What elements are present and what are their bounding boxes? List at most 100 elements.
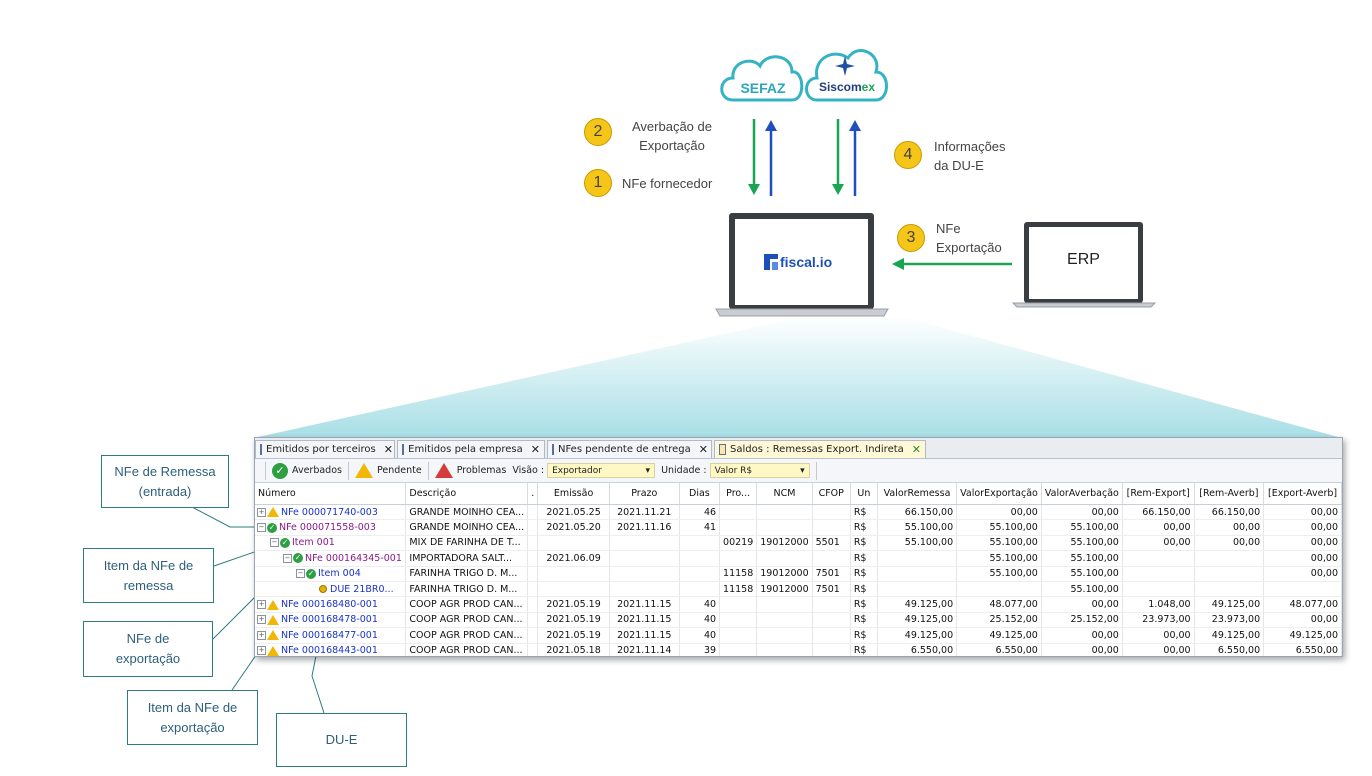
cell-numero[interactable]: −✓Item 004 xyxy=(255,566,407,582)
warning-icon xyxy=(354,463,373,478)
cell-un: R$ xyxy=(850,627,878,644)
cell-dot xyxy=(527,596,539,613)
cell-numero[interactable]: +NFe 000168477-001 xyxy=(255,627,407,644)
collapse-icon[interactable]: − xyxy=(270,538,279,548)
cell-ncm xyxy=(756,627,813,644)
toolbar-separator xyxy=(815,461,817,480)
cell-export-averb: 00,00 xyxy=(1263,566,1342,582)
cell-prazo xyxy=(609,581,680,598)
cell-rem-export: 00,00 xyxy=(1122,535,1195,552)
close-icon[interactable]: ✕ xyxy=(698,443,708,456)
cell-numero[interactable]: +NFe 000168480-001 xyxy=(255,596,407,613)
cell-numero[interactable]: + NFe 000168478-001 xyxy=(255,612,407,629)
close-icon[interactable]: ✕ xyxy=(911,443,921,456)
cell-numero[interactable]: DUE 21BR0... xyxy=(255,581,407,598)
cell-valor-remessa xyxy=(877,550,958,567)
siscomex-label: Siscomex xyxy=(815,80,879,94)
col-valor-exportacao[interactable]: ValorExportação xyxy=(956,483,1042,505)
cell-rem-export xyxy=(1122,550,1195,567)
tab-nfes-pendente[interactable]: NFes pendente de entrega✕ xyxy=(547,440,712,458)
col-cfop[interactable]: CFOP xyxy=(812,483,851,505)
col-rem-export[interactable]: [Rem-Export] xyxy=(1122,483,1195,505)
document-icon xyxy=(719,444,727,455)
app-window: Emitidos por terceiros✕ Emitidos pela em… xyxy=(254,437,1343,657)
averbados-button[interactable]: ✓Averbados xyxy=(272,462,342,479)
cell-dot xyxy=(527,519,539,536)
cell-valor-averbacao: 00,00 xyxy=(1041,627,1123,644)
expand-icon[interactable]: + xyxy=(257,646,266,656)
pendente-button[interactable]: Pendente xyxy=(354,463,422,478)
cell-prazo: 2021.11.15 xyxy=(609,596,680,613)
arrow-to-sefaz-green xyxy=(748,119,760,195)
col-descricao[interactable]: Descrição xyxy=(405,483,529,505)
expand-icon[interactable]: + xyxy=(257,615,266,625)
cell-numero[interactable]: +NFe 000071740-003 xyxy=(255,504,407,521)
tab-bar: Emitidos por terceiros✕ Emitidos pela em… xyxy=(255,438,1342,459)
tab-saldos-remessas[interactable]: Saldos : Remessas Export. Indireta✕ xyxy=(714,440,926,458)
col-dias[interactable]: Dias xyxy=(679,483,721,505)
cell-rem-averb: 6.550,00 xyxy=(1194,643,1265,656)
collapse-icon[interactable]: − xyxy=(257,523,266,533)
row-numero-label: NFe 000164345-001 xyxy=(305,552,402,564)
cell-numero[interactable]: +NFe 000168443-001 xyxy=(255,643,407,656)
col-valor-averbacao[interactable]: ValorAverbação xyxy=(1041,483,1123,505)
cell-un: R$ xyxy=(850,596,878,613)
unidade-select[interactable]: Valor R$▾ xyxy=(709,463,810,478)
col-rem-averb[interactable]: [Rem-Averb] xyxy=(1194,483,1265,505)
col-prazo[interactable]: Prazo xyxy=(609,483,680,505)
step-4-line1: Informações xyxy=(934,139,1006,154)
cell-rem-export xyxy=(1122,566,1195,582)
cell-valor-averbacao: 00,00 xyxy=(1041,596,1123,613)
tab-emitidos-terceiros[interactable]: Emitidos por terceiros✕ xyxy=(255,440,395,458)
close-icon[interactable]: ✕ xyxy=(383,443,393,456)
cell-cfop xyxy=(812,519,851,536)
callout-item-exportacao-line1: Item da NFe de xyxy=(147,699,238,715)
col-emissao[interactable]: Emissão xyxy=(537,483,610,505)
cell-numero[interactable]: −✓NFe 000071558-003 xyxy=(255,519,407,536)
col-ncm[interactable]: NCM xyxy=(756,483,813,505)
expand-icon[interactable]: + xyxy=(257,507,266,517)
cell-dias: 46 xyxy=(679,504,721,521)
step-4-line2: da DU-E xyxy=(934,158,984,173)
cell-pro xyxy=(719,612,758,629)
expand-icon[interactable]: + xyxy=(257,600,266,610)
col-pro[interactable]: Pro... xyxy=(719,483,758,505)
fiscalio-logo-text: fiscal.io xyxy=(780,254,833,270)
cell-ncm xyxy=(756,643,813,656)
cell-valor-exportacao: 49.125,00 xyxy=(956,627,1042,644)
cell-rem-averb xyxy=(1194,581,1265,598)
cell-pro: 11158 xyxy=(719,581,758,598)
callout-nfe-exportacao-line1: NFe de xyxy=(126,631,170,646)
tab-emitidos-empresa[interactable]: Emitidos pela empresa✕ xyxy=(397,440,545,458)
cell-numero[interactable]: −✓Item 001 xyxy=(255,535,407,552)
cell-prazo xyxy=(609,566,680,582)
cell-numero[interactable]: −✓NFe 000164345-001 xyxy=(255,550,407,567)
row-numero-label: NFe 000168478-001 xyxy=(281,614,378,626)
close-icon[interactable]: ✕ xyxy=(530,443,540,456)
arrow-to-siscomex-green xyxy=(832,119,844,195)
col-valor-remessa[interactable]: ValorRemessa xyxy=(877,483,958,505)
col-dot[interactable]: . xyxy=(527,483,539,505)
col-numero[interactable]: Número xyxy=(255,483,407,505)
cell-pro xyxy=(719,550,758,567)
collapse-icon[interactable]: − xyxy=(296,569,305,579)
problemas-button[interactable]: Problemas xyxy=(434,463,506,478)
cell-un: R$ xyxy=(850,519,878,536)
callout-item-remessa-line2: remessa xyxy=(123,577,174,593)
col-un[interactable]: Un xyxy=(850,483,878,505)
col-export-averb[interactable]: [Export-Averb] xyxy=(1263,483,1342,505)
collapse-icon[interactable]: − xyxy=(283,553,292,563)
expand-icon[interactable]: + xyxy=(257,630,266,640)
visao-select[interactable]: Exportador▾ xyxy=(547,463,656,478)
